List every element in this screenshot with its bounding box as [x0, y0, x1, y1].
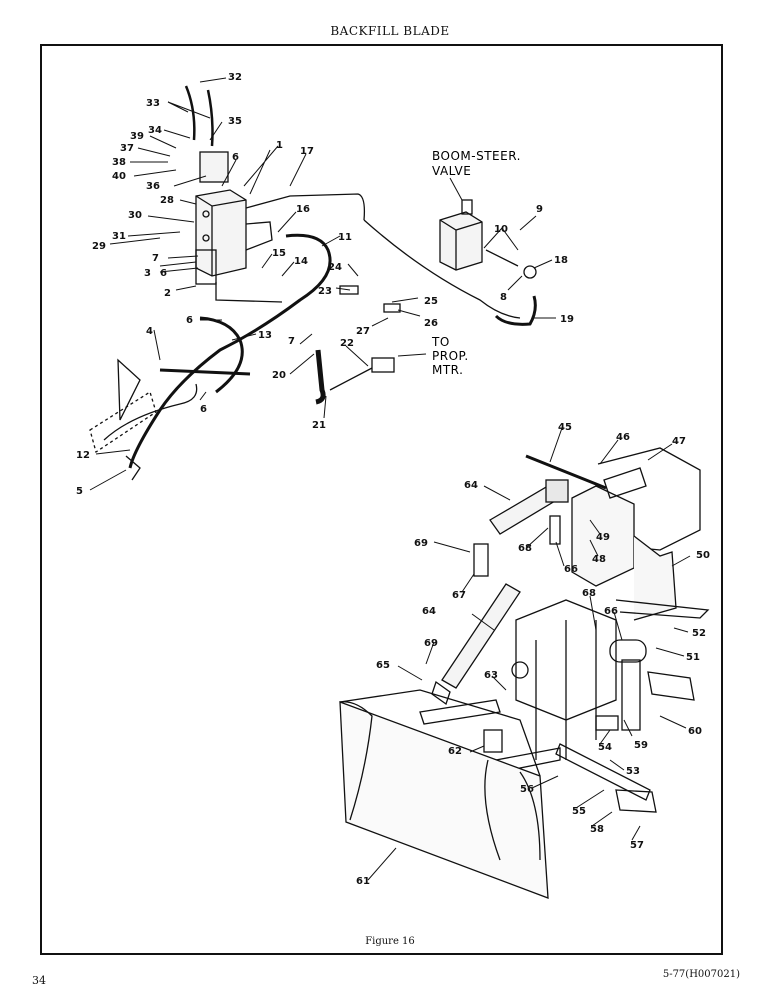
callout: 64	[464, 480, 478, 491]
callout: 69	[414, 538, 428, 549]
callout: 17	[300, 146, 314, 157]
callout: 10	[494, 224, 508, 235]
callout: 11	[338, 232, 352, 243]
callout: 22	[340, 338, 354, 349]
callout: 27	[356, 326, 370, 337]
callout: 26	[424, 318, 438, 329]
callout: 52	[692, 628, 706, 639]
callout: 8	[500, 292, 507, 303]
callout: 66	[564, 564, 578, 575]
blade-pivot-frame	[511, 599, 695, 813]
callout: 7	[288, 336, 295, 347]
callout: 58	[590, 824, 604, 835]
callout: 62	[448, 746, 462, 757]
callout: 61	[356, 876, 370, 887]
callout: 14	[294, 256, 308, 267]
callout: 68	[518, 543, 532, 554]
callout: 51	[686, 652, 700, 663]
callout: 21	[312, 420, 326, 431]
callout: 31	[112, 231, 126, 242]
callout: 12	[76, 450, 90, 461]
boom-steer-label-line2: VALVE	[432, 164, 471, 178]
callout: 6	[160, 268, 167, 279]
callout: 28	[160, 195, 174, 206]
boom-steer-valve	[439, 199, 483, 271]
callout: 5	[76, 486, 83, 497]
page-title: BACKFILL BLADE	[330, 24, 450, 38]
callout: 57	[630, 840, 644, 851]
callout: 45	[558, 422, 572, 433]
callout: 47	[672, 436, 686, 447]
callout: 2	[164, 288, 171, 299]
callout: 6	[186, 315, 193, 326]
callout: 23	[318, 286, 332, 297]
callout: 49	[596, 532, 610, 543]
callout: 39	[130, 131, 144, 142]
callout: 37	[120, 143, 134, 154]
callout: 33	[146, 98, 160, 109]
callout: 36	[146, 181, 160, 192]
callout: 13	[258, 330, 272, 341]
control-valve-body	[195, 151, 247, 285]
callout: 64	[422, 606, 436, 617]
callout: 63	[484, 670, 498, 681]
callout: 25	[424, 296, 438, 307]
callout: 29	[92, 241, 106, 252]
document-code: 5-77(H007021)	[662, 969, 740, 980]
prop-label-line2: PROP.	[432, 349, 469, 363]
lift-cylinder-lower	[431, 583, 521, 706]
callout: 48	[592, 554, 606, 565]
callout: 60	[688, 726, 702, 737]
page-number: 34	[32, 974, 46, 987]
callout: 54	[598, 742, 612, 753]
callout: 40	[112, 171, 126, 182]
callout: 59	[634, 740, 648, 751]
callout: 38	[112, 157, 126, 168]
prop-label-line1: TO	[431, 335, 450, 349]
callout: 55	[572, 806, 586, 817]
callout: 65	[376, 660, 390, 671]
figure-frame	[40, 44, 723, 955]
callout: 30	[128, 210, 142, 221]
callout: 50	[696, 550, 710, 561]
figure-caption: Figure 16	[365, 936, 415, 947]
boom-steer-label-line1: BOOM-STEER.	[432, 149, 521, 163]
callout: 7	[152, 253, 159, 264]
callout: 53	[626, 766, 640, 777]
callout: 6	[200, 404, 207, 415]
callout: 32	[228, 72, 242, 83]
lift-cylinder-upper	[489, 479, 569, 535]
callout: 19	[560, 314, 574, 325]
callout: 18	[554, 255, 568, 266]
callout: 67	[452, 590, 466, 601]
prop-label-line3: MTR.	[432, 363, 463, 377]
callout: 20	[272, 370, 286, 381]
callout: 34	[148, 125, 162, 136]
callout: 15	[272, 248, 286, 259]
callout: 56	[520, 784, 534, 795]
cylinder-bracket	[571, 447, 710, 621]
callout: 3	[144, 268, 151, 279]
callout: 66	[604, 606, 618, 617]
callout: 9	[536, 204, 543, 215]
backfill-blade	[339, 689, 549, 899]
callout: 16	[296, 204, 310, 215]
callout: 35	[228, 116, 242, 127]
callout: 46	[616, 432, 630, 443]
callout: 6	[232, 152, 239, 163]
callout: 4	[146, 326, 153, 337]
exploded-parts-diagram: BOOM-STEER. VALVE TO PROP. MTR. 32 33 35…	[76, 72, 710, 899]
callout: 68	[582, 588, 596, 599]
callout: 69	[424, 638, 438, 649]
callout: 1	[276, 140, 283, 151]
callout: 24	[328, 262, 342, 273]
